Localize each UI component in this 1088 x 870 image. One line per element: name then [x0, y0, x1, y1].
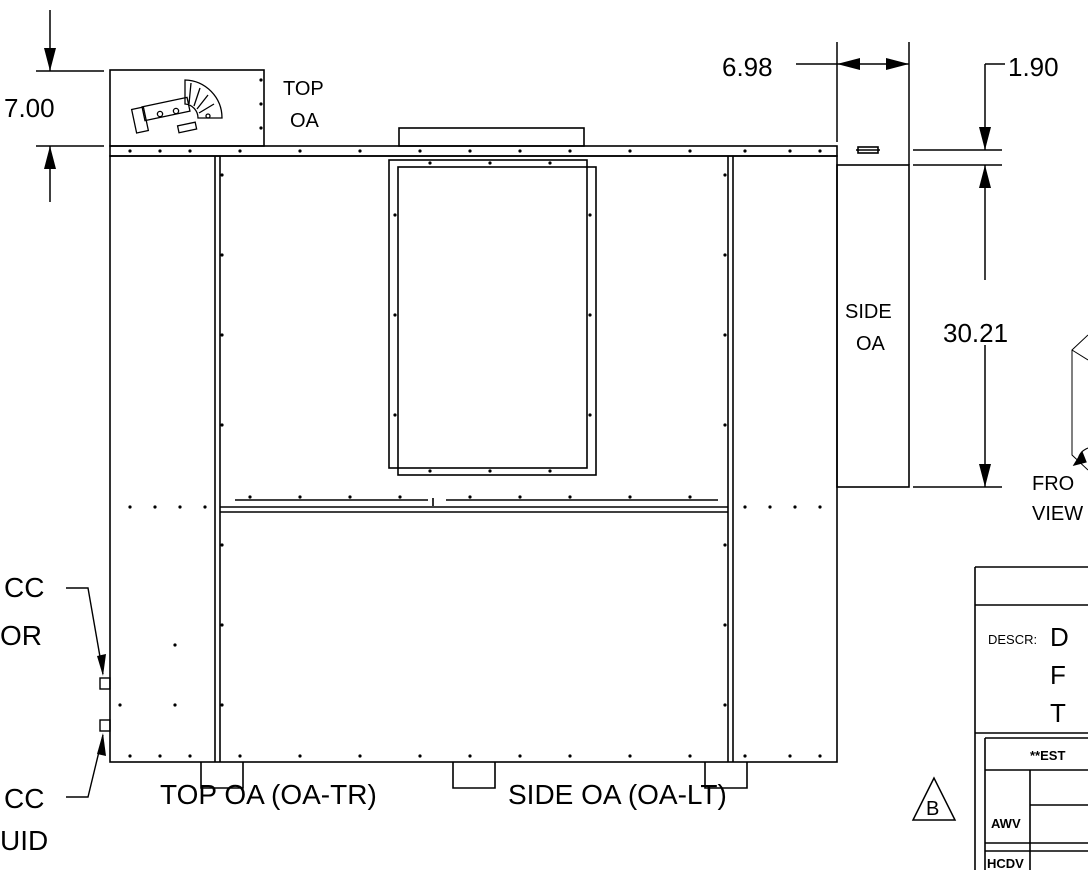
- dim-arrow: [886, 58, 909, 70]
- front-view-label-line1: FRO: [1032, 473, 1074, 495]
- hood-rivets: [259, 78, 263, 130]
- side-oa-callout-line1: SIDE: [845, 301, 892, 323]
- dim-arrow: [979, 127, 991, 150]
- top-oa-callout-line2: OA: [290, 110, 320, 132]
- top-rail-rivets: [128, 149, 822, 153]
- connection-lower-line1: CC: [4, 783, 44, 814]
- title-descr-line2: F: [1050, 660, 1066, 690]
- dim-arrow: [44, 48, 56, 71]
- title-note-fragment: **EST: [1030, 748, 1065, 763]
- unit-body: [109, 155, 838, 763]
- top-oa-hood: [109, 69, 265, 147]
- dim-side-offset: [913, 63, 1005, 280]
- front-view-arrow: [1072, 447, 1088, 466]
- side-oa-opening: [388, 159, 597, 476]
- connection-upper-line2: OR: [0, 620, 42, 651]
- damper-icon: [130, 79, 223, 134]
- title-row-hcdv: HCDV: [987, 856, 1024, 870]
- dim-arrow: [979, 165, 991, 188]
- revision-letter: B: [926, 798, 939, 820]
- dim-side-depth-label: 6.98: [722, 52, 773, 82]
- dim-side-offset-label: 1.90: [1008, 52, 1059, 82]
- front-view-label-line2: VIEW: [1032, 503, 1083, 525]
- body-rivets: [118, 161, 822, 758]
- dim-arrow: [837, 58, 860, 70]
- revision-triangle: [911, 776, 957, 821]
- title-descr-label: DESCR:: [988, 632, 1037, 647]
- view-label-top-oa: TOP OA (OA-TR): [160, 779, 377, 810]
- unit-feet: [200, 762, 748, 789]
- title-row-awv: AWV: [991, 816, 1021, 831]
- side-oa-callout-line2: OA: [856, 333, 886, 355]
- dim-arrow: [44, 146, 56, 169]
- unit-top-rail: [109, 127, 838, 157]
- title-descr-line3: T: [1050, 698, 1066, 728]
- dim-side-height: [913, 345, 1002, 488]
- side-oa-hood: [836, 146, 910, 488]
- dim-top-height-label: 7.00: [4, 93, 55, 123]
- connection-stubs: [66, 587, 111, 798]
- connection-upper-line1: CC: [4, 572, 44, 603]
- dim-arrow: [979, 464, 991, 487]
- title-descr-line1: D: [1050, 622, 1069, 652]
- title-block: [974, 566, 1088, 870]
- view-label-side-oa: SIDE OA (OA-LT): [508, 779, 727, 810]
- leader-arrow: [97, 733, 106, 756]
- top-oa-callout-line1: TOP: [283, 78, 324, 100]
- connection-lower-line2: UID: [0, 825, 48, 856]
- leader-arrow: [97, 654, 106, 676]
- dim-side-height-label: 30.21: [943, 318, 1008, 348]
